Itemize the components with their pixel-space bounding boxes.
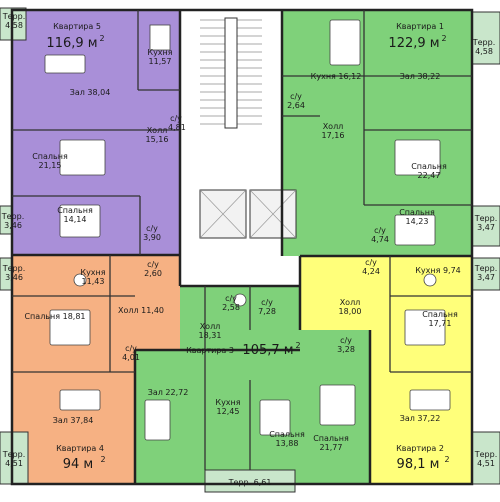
room-label: Терр. 4,51 <box>474 450 498 468</box>
room-label: с/у 4,81 <box>168 114 186 132</box>
room-label: с/у 4,24 <box>362 258 380 276</box>
room-label: Спальня 21,15 <box>32 152 68 170</box>
room-label: Спальня 14,23 <box>399 208 435 226</box>
area-unit: 2 <box>441 34 447 43</box>
room-label: Зал 37,84 <box>52 416 94 425</box>
room-label: с/у 2,64 <box>287 92 305 110</box>
area-unit: 2 <box>295 341 301 350</box>
area-unit: 2 <box>99 34 105 43</box>
room-label: Спальня 21,77 <box>313 434 349 452</box>
apartment-name: Квартира 4 <box>56 444 104 453</box>
room-label: Спальня 17,71 <box>422 310 458 328</box>
room-label: с/у 4,74 <box>371 226 389 244</box>
apartment-area: 116,9 м <box>46 36 98 51</box>
furniture <box>44 19 451 441</box>
room-label: Зал 38,22 <box>399 72 441 81</box>
room-label: Холл 11,40 <box>117 306 165 315</box>
apartment-name: Квартира 3 <box>186 346 234 355</box>
room-label: Холл 17,16 <box>321 122 345 140</box>
apartment-3-zone <box>135 286 370 493</box>
room-label: с/у 3,90 <box>143 224 161 242</box>
room-label: Холл 15,16 <box>145 126 169 144</box>
apartment-area: 98,1 м <box>396 457 440 472</box>
room-label: Холл 18,31 <box>198 322 222 340</box>
apartment-5-zone <box>0 7 180 255</box>
room-label: Кухня 11,57 <box>147 48 173 66</box>
room-label: Кухня 9,74 <box>415 266 461 275</box>
room-label: Зал 38,04 <box>69 88 111 97</box>
room-label: Терр. 4,58 <box>472 38 496 56</box>
room-label: Кухня 16,12 <box>310 72 362 81</box>
apartment-area: 105,7 м <box>242 343 294 358</box>
building-core <box>180 10 297 286</box>
room-label: Спальня 13,88 <box>269 430 305 448</box>
room-label: с/у 2,60 <box>144 260 162 278</box>
room-label: Терр. 3,47 <box>474 264 498 282</box>
room-label: Кухня 12,45 <box>215 398 241 416</box>
apartment-area: 94 м <box>62 457 94 472</box>
room-label: с/у 7,28 <box>258 298 276 316</box>
room-label: Терр. 3,47 <box>474 214 498 232</box>
area-unit: 2 <box>444 455 450 464</box>
room-label: с/у 2,58 <box>222 294 240 312</box>
apartment-name: Квартира 2 <box>396 444 444 453</box>
area-unit: 2 <box>100 455 106 464</box>
walls <box>10 8 474 486</box>
room-label: Терр. 4,58 <box>2 12 26 30</box>
room-label: Терр. 6,61 <box>228 478 272 487</box>
room-label: Холл 18,00 <box>338 298 362 316</box>
room-label: Терр. 4,51 <box>2 450 26 468</box>
apartment-name: Квартира 5 <box>53 22 101 31</box>
room-label: Терр. 3,46 <box>1 212 25 230</box>
room-label: Терр. 3,46 <box>2 264 26 282</box>
room-label: с/у 3,28 <box>337 336 355 354</box>
room-label: Зал 22,72 <box>147 388 189 397</box>
interior-walls <box>12 10 472 470</box>
room-label: Спальня 22,47 <box>411 162 447 180</box>
apartment-area: 122,9 м <box>388 36 440 51</box>
room-label: Спальня 14,14 <box>57 206 93 224</box>
room-label: Спальня 18,81 <box>24 312 86 321</box>
apartment-name: Квартира 1 <box>396 22 444 31</box>
room-label: Кухня 11,43 <box>80 268 106 286</box>
room-label: с/у 4,01 <box>122 344 140 362</box>
room-label: Зал 37,22 <box>399 414 441 423</box>
